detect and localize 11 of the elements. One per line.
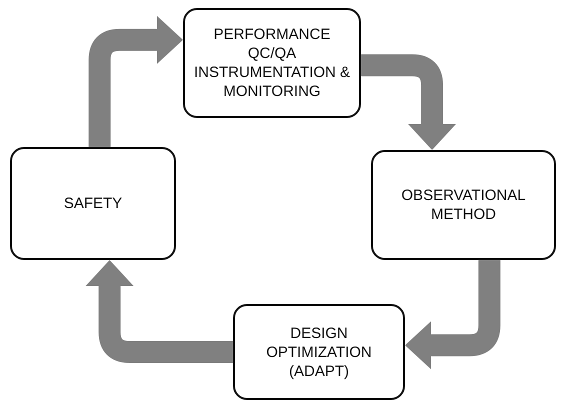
curved-arrow: [88, 16, 183, 147]
process-box: [371, 150, 556, 260]
box-label: OBSERVATIONAL METHOD: [400, 186, 527, 224]
box-label: PERFORMANCE QC/QA INSTRUMENTATION & MONITORING: [192, 25, 352, 101]
process-box: [183, 8, 361, 118]
process-box: [233, 304, 405, 400]
box-label: SAFETY: [64, 194, 122, 213]
process-box: [10, 147, 176, 260]
curved-arrow: [86, 260, 233, 363]
box-label: DESIGN OPTIMIZATION (ADAPT): [265, 324, 373, 380]
curved-arrow: [405, 260, 500, 370]
